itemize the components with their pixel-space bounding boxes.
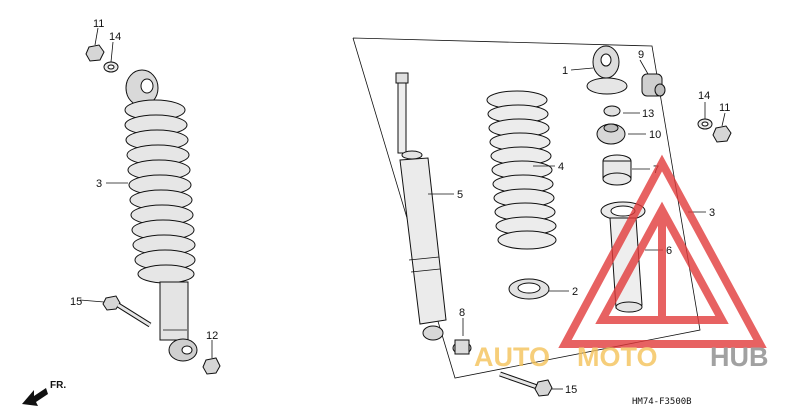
callout-4: 4 [558,161,564,173]
assembled-spring-coils [124,99,196,284]
callout-12: 12 [206,330,218,342]
callout-11-left: 11 [93,18,104,30]
callout-9: 9 [638,49,644,61]
cup-7 [602,154,632,186]
front-direction-indicator: FR. [22,380,66,406]
spring-4 [486,90,557,250]
watermark-hub-text: HUB [710,342,769,372]
watermark-triangle-logo [558,154,767,348]
callout-2: 2 [572,286,578,298]
callout-3-left: 3 [96,178,102,190]
front-label: FR. [50,380,66,391]
washer-14-left [103,61,119,73]
callout-10: 10 [649,129,661,141]
nut-11-left [85,44,105,62]
nut-12 [202,357,221,375]
damper-rod-5 [395,72,447,341]
callout-11-right: 11 [719,102,730,114]
nut-11-right [712,125,732,143]
front-arrow-icon [22,388,48,406]
collar-13 [603,105,621,117]
spring-seat-2 [508,278,550,300]
callout-5: 5 [457,189,463,201]
callout-8: 8 [459,307,465,319]
assembled-shock-absorber [124,69,198,362]
callout-15-left: 15 [70,296,82,308]
automotohub-watermark: AUTO MOTO HUB [474,154,769,372]
callout-3-right: 3 [709,207,715,219]
watermark-moto-text: MOTO [577,342,658,372]
bolt-15-left [102,295,152,328]
callout-15-right: 15 [565,384,577,396]
upper-mount-1 [586,45,628,95]
watermark-auto-text: AUTO [474,342,550,372]
stopper-10 [596,123,626,145]
callout-13: 13 [642,108,654,120]
callout-6: 6 [666,245,672,257]
bushing-8 [452,339,472,355]
callout-14-right: 14 [698,90,710,102]
bolt-15-right [499,371,553,397]
callout-1: 1 [562,65,568,77]
callout-14-left: 14 [109,31,121,43]
washer-14-right [697,118,713,130]
bushing-9 [641,73,666,97]
diagram-code: HM74-F3500B [632,397,692,407]
